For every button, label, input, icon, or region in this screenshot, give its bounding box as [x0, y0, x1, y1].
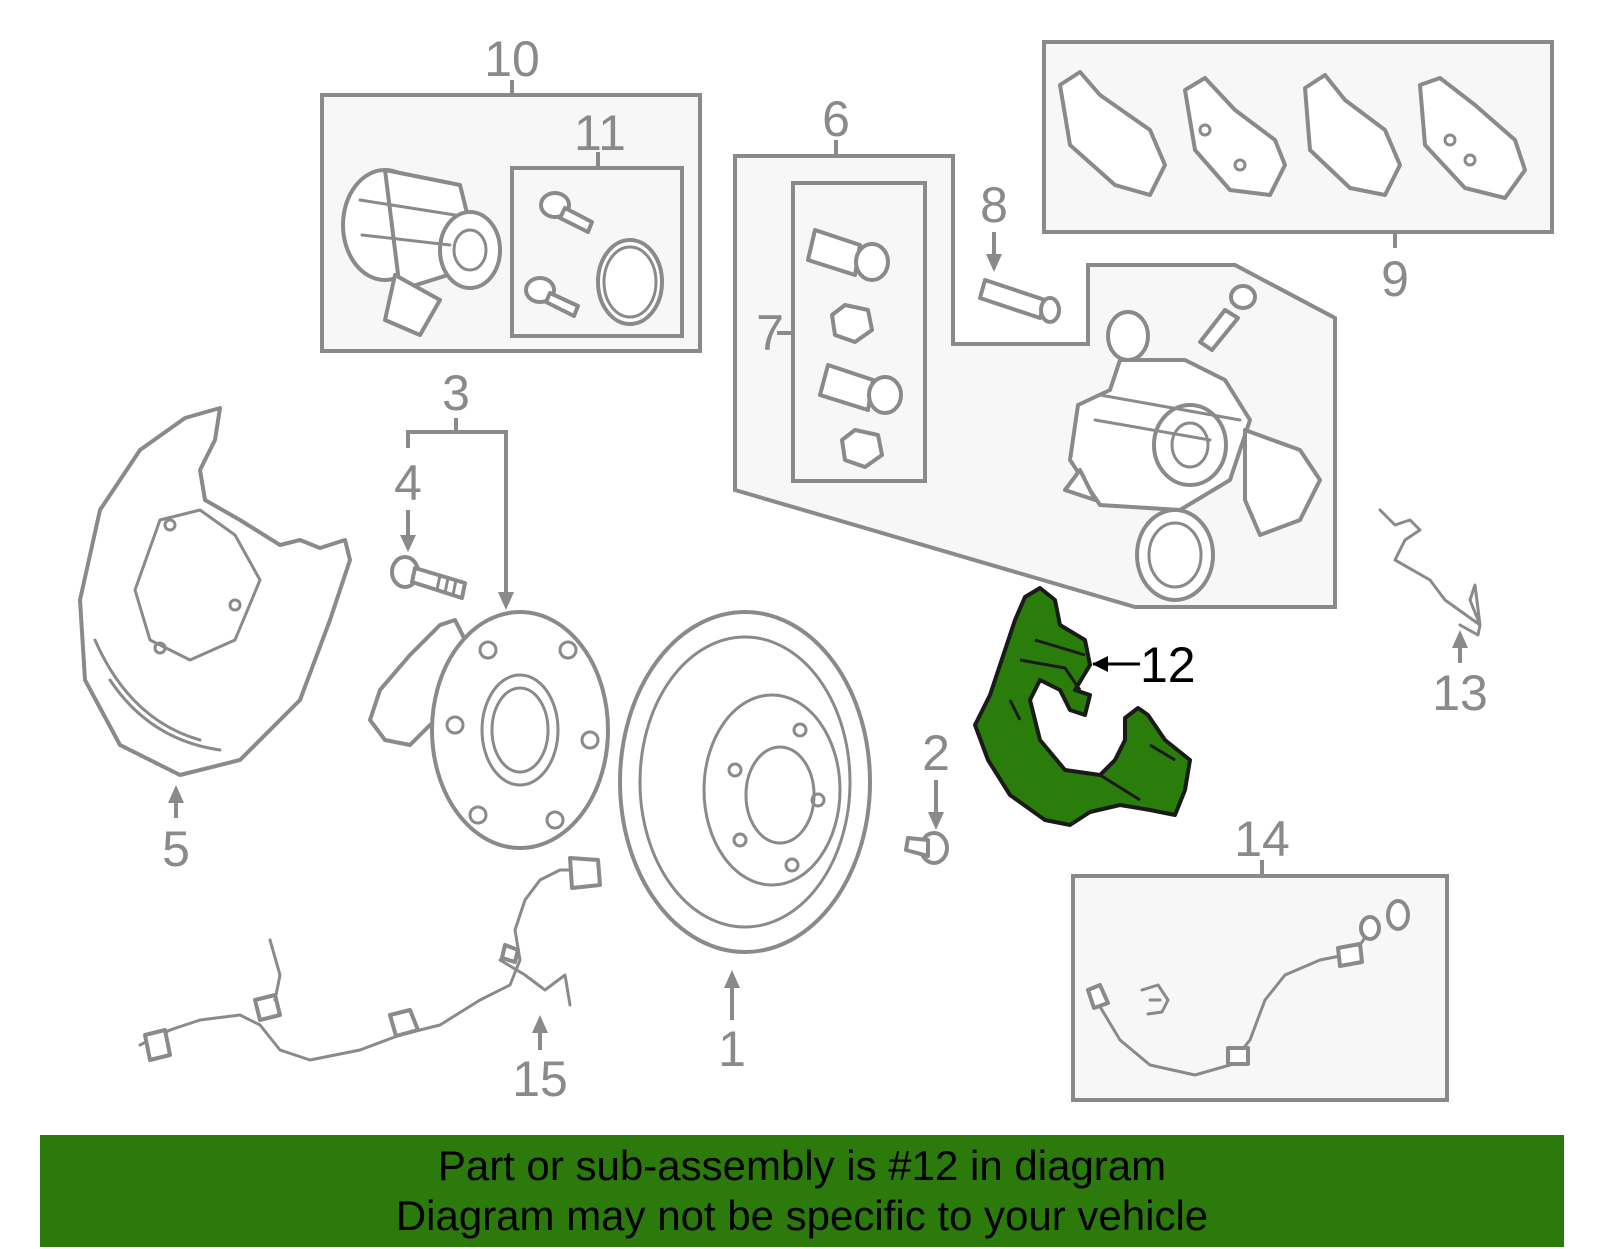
parking-brake-motor	[341, 168, 502, 337]
callout-8: 8	[980, 177, 1008, 233]
slide-pin-lower	[818, 363, 903, 415]
callout-1: 1	[718, 1021, 746, 1077]
brake-caliper-body	[1063, 310, 1322, 537]
callout-2: 2	[922, 725, 950, 781]
callout-9: 9	[1381, 251, 1409, 307]
callout-15: 15	[512, 1051, 568, 1107]
part-9-pad-box: 9	[1042, 40, 1554, 307]
wheel-hub-bearing	[368, 610, 610, 850]
banner-line-1: Part or sub-assembly is #12 in diagram	[437, 1142, 1167, 1189]
info-banner: Part or sub-assembly is #12 in diagram D…	[40, 1135, 1564, 1247]
motor-bolt-lower	[524, 276, 580, 318]
callout-10: 10	[484, 31, 540, 87]
callout-7: 7	[756, 305, 784, 361]
part-4-wheel-stud: 4	[390, 455, 467, 600]
slide-nut-upper	[830, 303, 874, 344]
part-14-abs-sensor-box: 14	[1071, 811, 1449, 1102]
callout-12: 12	[1140, 637, 1196, 693]
piston-seal	[1135, 508, 1215, 602]
motor-bolt-upper	[539, 191, 594, 234]
part-15-sensor-harness: 15	[138, 856, 602, 1107]
callout-4: 4	[394, 455, 422, 511]
part-5-splash-shield: 5	[78, 406, 352, 877]
brake-pad-4	[1418, 76, 1527, 200]
bleeder-screw	[1198, 284, 1257, 352]
slide-nut-lower	[840, 428, 884, 469]
callout-13: 13	[1432, 665, 1488, 721]
banner-line-2: Diagram may not be specific to your vehi…	[395, 1192, 1209, 1239]
part-2-rotor-screw: 2	[904, 725, 950, 865]
part-8-guide-pin: 8	[978, 177, 1061, 324]
brake-pad-1	[1058, 70, 1167, 197]
callout-6: 6	[822, 91, 850, 147]
slide-pin-upper	[806, 228, 890, 282]
part-1-brake-rotor: 1	[618, 610, 872, 1077]
callout-14: 14	[1234, 811, 1290, 867]
part-13-pad-clip: 13	[1378, 508, 1488, 721]
brake-pad-2	[1183, 76, 1287, 197]
part-7-slide-pin-box: 7	[756, 181, 927, 483]
part-3-hub-bracket: 3	[406, 365, 514, 610]
o-ring-seal	[596, 238, 664, 326]
callout-5: 5	[162, 821, 190, 877]
callout-3: 3	[442, 365, 470, 421]
part-12-caliper-bracket-highlighted: 12	[973, 586, 1196, 827]
brake-pad-3	[1303, 73, 1402, 197]
part-11-kit-box: 11	[510, 105, 684, 338]
callout-11: 11	[574, 105, 626, 161]
